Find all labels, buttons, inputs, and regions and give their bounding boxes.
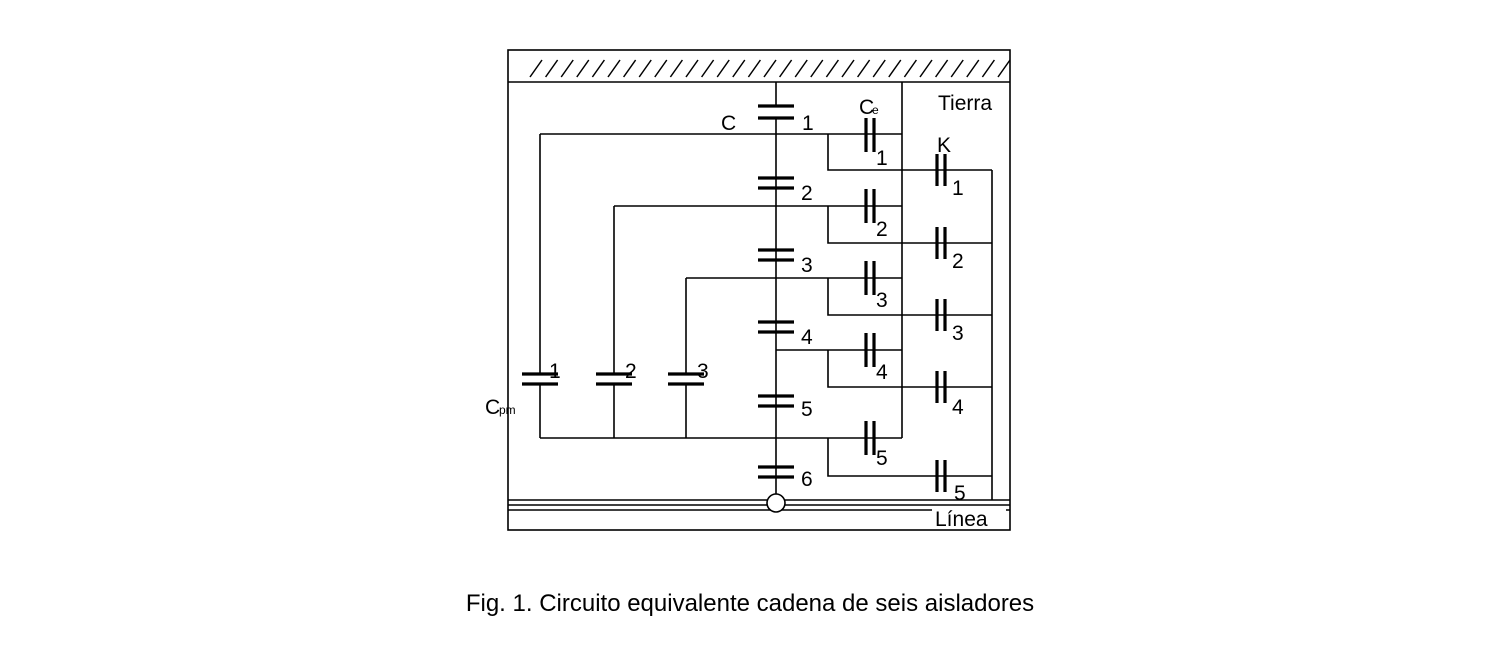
series-cap-label-5: 5 <box>801 398 813 421</box>
ground-cap-label-3: 3 <box>876 289 888 312</box>
hatch-line <box>950 59 964 78</box>
hatch-line <box>669 59 684 78</box>
hatch-line <box>716 59 730 78</box>
ground-capacitors <box>864 118 876 455</box>
k-capacitor-4 <box>935 371 947 403</box>
pin-capacitor-3 <box>668 372 704 386</box>
hatch-line <box>607 59 621 78</box>
hatch-line <box>872 59 886 78</box>
ground-capacitor-4 <box>864 333 876 367</box>
pin-cap-label-2: 2 <box>625 360 637 383</box>
k-capacitor-2 <box>935 227 947 259</box>
k-cap-label-2: 2 <box>952 250 964 273</box>
hatch-line <box>529 59 543 78</box>
series-cap-label-4: 4 <box>801 326 813 349</box>
hatch-line <box>622 59 637 78</box>
pin-cap-label-3: 3 <box>697 360 709 383</box>
series-capacitor-3 <box>758 248 794 262</box>
hatch-line <box>934 59 949 78</box>
linea-label-mask <box>932 508 1006 528</box>
hatch-line <box>888 59 902 78</box>
k-cap-label-4: 4 <box>952 396 964 419</box>
series-cap-label-1: 1 <box>802 112 814 135</box>
hatch-line <box>966 59 980 78</box>
hatch-line <box>841 59 855 78</box>
ground-capacitor-3 <box>864 261 876 295</box>
c-e-subscript: e <box>872 103 879 117</box>
pin-capacitor-2 <box>596 372 632 386</box>
hatch-line <box>763 59 777 78</box>
line-junction-node <box>766 493 786 513</box>
k-cap-label-3: 3 <box>952 322 964 345</box>
k-branch-4 <box>827 350 992 388</box>
ground-capacitor-5 <box>864 421 876 455</box>
hatch-line <box>544 59 559 78</box>
hatch-line <box>685 59 699 78</box>
series-capacitor-4 <box>758 320 794 334</box>
c-e-letter: C <box>859 96 874 119</box>
hatch-line <box>700 59 715 78</box>
figure-caption: Fig. 1. Circuito equivalente cadena de s… <box>465 590 1035 617</box>
k-branch-1 <box>827 134 992 171</box>
k-capacitor-1 <box>935 154 947 186</box>
hatch-line <box>654 59 668 78</box>
hatch-line <box>903 59 918 78</box>
k-branch-3 <box>827 278 992 316</box>
insulator-chain-circuit-diagram: Tierra Línea C C e K C pm 1 2 3 4 5 6 1 … <box>485 49 1011 531</box>
hatch-line <box>747 59 762 78</box>
series-capacitor-5 <box>758 394 794 408</box>
hatch-line <box>856 59 871 78</box>
k-capacitor-5 <box>935 460 947 492</box>
series-capacitors <box>758 104 794 479</box>
pin-cap-label-1: 1 <box>549 360 561 383</box>
k-capacitor-3 <box>935 299 947 331</box>
hatch-line <box>732 59 746 78</box>
series-capacitor-1 <box>758 104 794 120</box>
ground-hatching <box>529 59 1011 78</box>
ground-cap-label-2: 2 <box>876 218 888 241</box>
ground-cap-label-4: 4 <box>876 361 888 384</box>
series-cap-label-3: 3 <box>801 254 813 277</box>
k-letter: K <box>937 134 951 157</box>
hatch-line <box>778 59 793 78</box>
pin-capacitors <box>522 372 704 386</box>
series-cap-label-6: 6 <box>801 468 813 491</box>
outer-frame <box>507 49 1011 531</box>
hatch-line <box>919 59 933 78</box>
k-branch-5 <box>827 438 992 477</box>
series-capacitor-6 <box>758 465 794 479</box>
ground-capacitor-1 <box>864 118 876 152</box>
series-cap-label-2: 2 <box>801 182 813 205</box>
hatch-line <box>981 59 996 78</box>
c-series-label: C <box>721 112 736 135</box>
hatch-line <box>638 59 652 78</box>
c-pm-subscript: pm <box>499 403 516 417</box>
ground-capacitor-2 <box>864 189 876 223</box>
k-branch-2 <box>827 206 992 244</box>
series-capacitor-2 <box>758 176 794 190</box>
hatch-line <box>560 59 574 78</box>
hatch-line <box>576 59 590 78</box>
k-capacitors <box>935 154 947 492</box>
hatch-line <box>794 59 808 78</box>
hatch-line <box>810 59 824 78</box>
linea-label: Línea <box>935 508 988 531</box>
hatch-line <box>591 59 606 78</box>
hatch-line <box>997 59 1011 78</box>
c-pm-letter: C <box>485 396 500 419</box>
ground-cap-label-5: 5 <box>876 447 888 470</box>
ground-cap-label-1: 1 <box>876 147 888 170</box>
tierra-label: Tierra <box>938 92 992 115</box>
hatch-line <box>825 59 840 78</box>
k-cap-label-5: 5 <box>954 482 966 505</box>
k-cap-label-1: 1 <box>952 177 964 200</box>
pin-capacitor-1 <box>522 372 558 386</box>
